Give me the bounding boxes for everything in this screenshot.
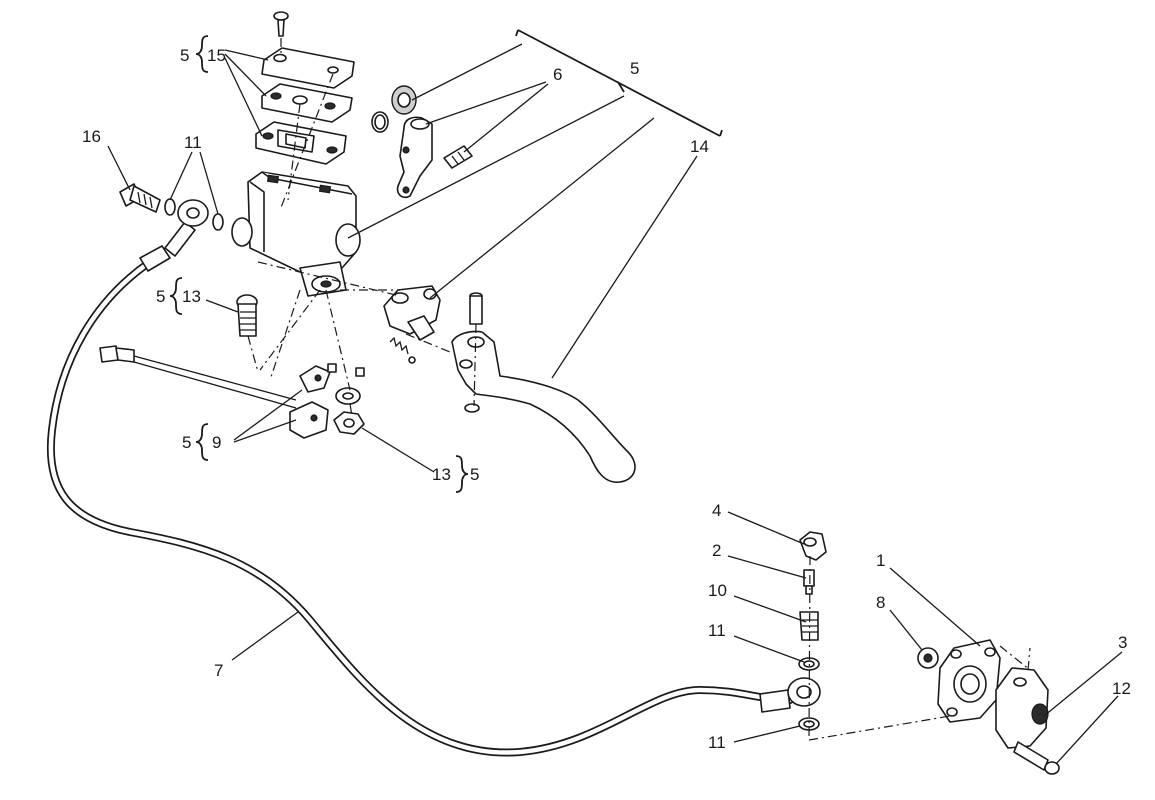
bleed-screw (803, 569, 815, 595)
pivot-pin (469, 292, 483, 325)
leader-lines (107, 43, 1123, 765)
slave-cylinder-body (937, 639, 1001, 723)
callout-5-mid: 5 (156, 287, 165, 306)
pivot-washer (335, 387, 361, 405)
callout-5-switch: 5 (182, 433, 191, 452)
callout-7: 7 (214, 661, 223, 680)
clutch-hose (46, 245, 794, 757)
callout-5-nut: 5 (470, 465, 479, 484)
callout-15: 15 (207, 46, 226, 65)
banjo-fitting-upper (164, 199, 209, 257)
handlebar-clamp (396, 116, 433, 199)
callout-16: 16 (82, 127, 101, 146)
callout-4: 4 (712, 501, 721, 520)
callout-10: 10 (708, 581, 727, 600)
spring (389, 336, 416, 364)
braces (169, 29, 723, 493)
callout-2: 2 (712, 541, 721, 560)
banjo-bolt (119, 183, 161, 213)
pivot-bolt (236, 294, 258, 337)
reservoir-diaphragm (255, 121, 347, 165)
reservoir-plate (261, 83, 353, 123)
callout-5-top: 5 (180, 46, 189, 65)
callout-labels: 5 15 5 6 14 16 11 5 13 5 9 13 5 7 4 2 10… (82, 46, 1131, 752)
callout-5-top-right: 5 (630, 59, 639, 78)
brace-nut (455, 455, 469, 493)
reservoir-cap (261, 47, 355, 89)
assembly-axes (247, 38, 1031, 741)
callout-13-nut: 13 (432, 465, 451, 484)
callout-3: 3 (1118, 633, 1127, 652)
switch-wire (99, 345, 297, 409)
callout-14: 14 (690, 137, 709, 156)
brace-top-left (195, 35, 209, 73)
callout-12: 12 (1112, 679, 1131, 698)
callout-6: 6 (553, 65, 562, 84)
bleed-cap (799, 531, 827, 561)
pivot-nut (333, 411, 365, 435)
seal-ring (917, 647, 939, 669)
o-ring (371, 111, 389, 133)
clutch-switch-lower (289, 401, 329, 439)
lever-washer (464, 403, 480, 413)
lever-adjuster (383, 285, 441, 341)
callout-1: 1 (876, 551, 885, 570)
banjo-bolt-lower (799, 611, 819, 641)
callout-11-low: 11 (708, 733, 726, 752)
master-cylinder-body (231, 171, 361, 297)
slave-cylinder-bolt (1013, 741, 1060, 775)
small-nut (327, 363, 365, 377)
callout-11-mid: 11 (708, 621, 726, 640)
slave-cylinder-cover (995, 667, 1049, 749)
banjo-fitting-lower (787, 677, 821, 707)
brace-switch (195, 423, 209, 461)
callout-9: 9 (212, 433, 221, 452)
dust-boot (391, 85, 417, 115)
clutch-switch-upper (299, 365, 331, 393)
callout-11-top: 11 (184, 133, 202, 152)
callout-13-bolt: 13 (182, 287, 201, 306)
reservoir-cap-screw (273, 11, 289, 37)
brace-bolt (169, 277, 183, 315)
clutch-lever (451, 330, 636, 483)
callout-8: 8 (876, 593, 885, 612)
